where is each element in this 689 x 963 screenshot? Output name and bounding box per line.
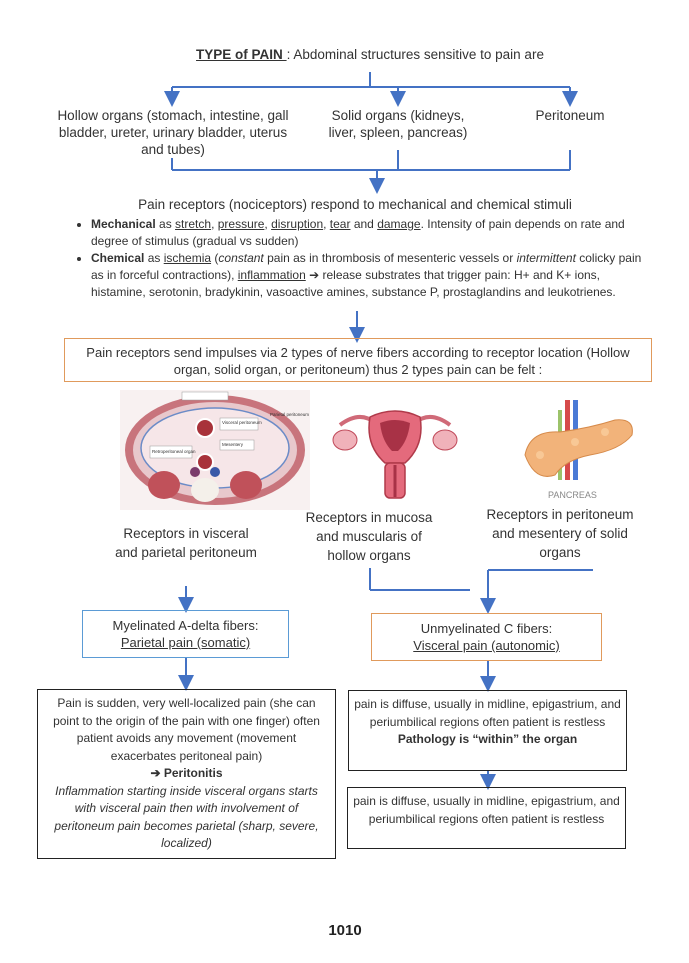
chemical-as: as	[144, 251, 163, 265]
term-ischemia: ischemia	[164, 251, 211, 265]
uterus-image	[330, 405, 460, 500]
parietal-description: Pain is sudden, very well-localized pain…	[44, 695, 329, 765]
label-retroperitoneal-organ: Retroperitoneal organ	[152, 449, 196, 454]
visceral-description-1: pain is diffuse, usually in midline, epi…	[353, 696, 622, 731]
abdomen-cross-section-image: Visceral peritoneum Parietal peritoneum …	[120, 390, 310, 510]
visceral-pain-box-2: pain is diffuse, usually in midline, epi…	[347, 787, 626, 849]
term-stretch: stretch	[175, 217, 211, 231]
pancreas-label: PANCREAS	[548, 490, 597, 500]
mechanical-label: Mechanical	[91, 217, 156, 231]
label-visceral-peritoneum: Visceral peritoneum	[222, 420, 262, 425]
label-parietal-peritoneum: Parietal peritoneum	[270, 412, 309, 417]
chemical-label: Chemical	[91, 251, 144, 265]
stimuli-list: Mechanical as stretch, pressure, disrupt…	[75, 216, 645, 301]
receptors-visceral-parietal: Receptors in visceral and parietal perit…	[112, 524, 260, 562]
label-mesentery: Mesentery	[222, 442, 244, 447]
term-pressure: pressure	[218, 217, 265, 231]
parietal-pain-box: Pain is sudden, very well-localized pain…	[37, 689, 336, 859]
category-hollow-organs: Hollow organs (stomach, intestine, gall …	[57, 107, 289, 158]
page-number: 1010	[310, 922, 380, 939]
peritonitis-line: ➔ Peritonitis	[44, 765, 329, 783]
term-tear: tear	[330, 217, 351, 231]
receptors-peritoneum-solid: Receptors in peritoneum and mesentery of…	[475, 505, 645, 562]
receptors-mucosa: Receptors in mucosa and muscularis of ho…	[296, 508, 442, 565]
visceral-pain-box-1: pain is diffuse, usually in midline, epi…	[348, 690, 627, 771]
term-disruption: disruption	[271, 217, 323, 231]
page-title: TYPE of PAIN : Abdominal structures sens…	[120, 46, 620, 63]
term-intermittent: intermittent	[517, 251, 576, 265]
receptors-heading: Pain receptors (nociceptors) respond to …	[90, 196, 620, 213]
term-inflammation: inflammation	[238, 268, 306, 282]
pancreas-image: PANCREAS	[520, 400, 638, 500]
mechanical-bullet: Mechanical as stretch, pressure, disrupt…	[91, 216, 645, 250]
category-solid-organs: Solid organs (kidneys, liver, spleen, pa…	[318, 107, 478, 141]
c-fibers-box: Unmyelinated C fibers: Visceral pain (au…	[371, 613, 602, 661]
mechanical-as: as	[156, 217, 175, 231]
term-constant: constant	[218, 251, 263, 265]
arrow-icon: ➔	[306, 268, 323, 282]
arrow-icon: ➔	[150, 766, 163, 780]
chemical-bullet: Chemical as ischemia (constant pain as i…	[91, 250, 645, 301]
term-damage: damage	[377, 217, 420, 231]
a-delta-sub: Parietal pain (somatic)	[83, 634, 288, 651]
c-fibers-title: Unmyelinated C fibers:	[372, 620, 601, 637]
parietal-note: Inflammation starting inside visceral or…	[44, 783, 329, 853]
title-bold: TYPE of PAIN	[196, 47, 287, 62]
peritonitis-label: Peritonitis	[164, 766, 223, 780]
c-fibers-sub: Visceral pain (autonomic)	[372, 637, 601, 654]
pathology-within: Pathology is “within” the organ	[353, 731, 622, 749]
chemical-p2: pain as in thrombosis of mesenteric vess…	[264, 251, 517, 265]
mechanical-and: and	[350, 217, 377, 231]
a-delta-fibers-box: Myelinated A-delta fibers: Parietal pain…	[82, 610, 289, 658]
category-peritoneum: Peritoneum	[510, 107, 630, 124]
title-rest: : Abdominal structures sensitive to pain…	[287, 47, 544, 62]
impulse-box: Pain receptors send impulses via 2 types…	[64, 338, 652, 382]
a-delta-title: Myelinated A-delta fibers:	[83, 617, 288, 634]
visceral-description-2: pain is diffuse, usually in midline, epi…	[352, 793, 621, 828]
